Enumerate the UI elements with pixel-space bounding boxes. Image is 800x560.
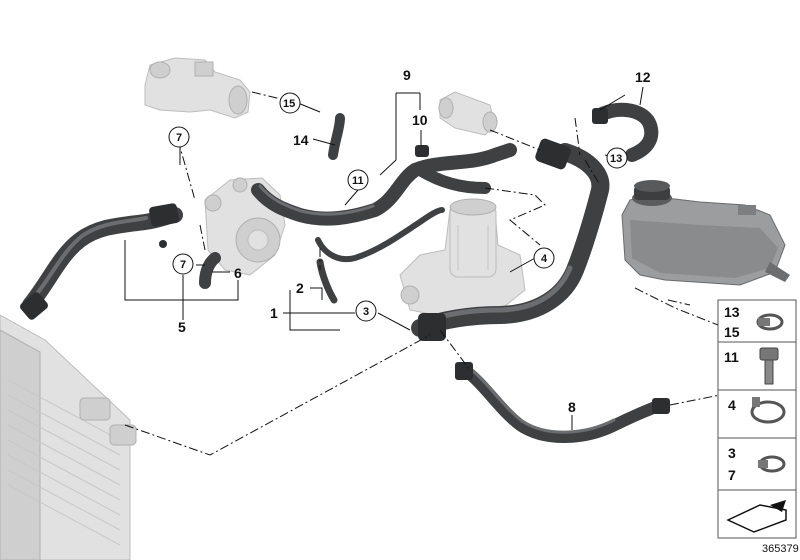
hose-10-bleed — [415, 145, 429, 157]
hose-11-upper — [251, 143, 517, 226]
diagram-code: 365379 — [762, 543, 799, 555]
callout-9: 9 — [403, 67, 411, 83]
callout-4: 4 — [541, 253, 548, 265]
hose-14 — [328, 113, 345, 160]
hose-6 — [199, 252, 221, 289]
hose-clamp-small-icon — [756, 313, 784, 331]
callout-2: 2 — [296, 280, 304, 296]
callout-8: 8 — [568, 399, 576, 415]
callout-1: 1 — [270, 305, 278, 321]
legend-11: 11 — [724, 349, 739, 365]
callouts: 9 10 12 14 1 2 5 6 8 15 7 11 13 7 3 4 — [168, 67, 651, 415]
legend-13: 13 — [724, 304, 740, 320]
legend-15: 15 — [724, 324, 740, 340]
oil-filter-housing-ghost — [399, 198, 526, 319]
leader-lines — [124, 86, 644, 430]
expansion-tank-right — [621, 180, 790, 286]
legend-3: 3 — [728, 445, 736, 461]
callout-14: 14 — [293, 132, 309, 148]
expansion-tank-ghost — [144, 57, 251, 119]
callout-11: 11 — [352, 175, 364, 187]
callout-15: 15 — [283, 98, 295, 110]
spring-clamp-icon — [758, 455, 786, 473]
bolt-icon — [759, 347, 779, 385]
hose-clamp-large-icon — [750, 397, 786, 424]
arrow-symbol-icon — [726, 500, 787, 533]
callout-7-upper: 7 — [176, 132, 182, 144]
hose-12 — [592, 102, 659, 162]
radiator-illustration — [0, 314, 137, 560]
legend-panel: 13 15 11 4 3 7 — [717, 299, 797, 539]
legend-7: 7 — [728, 467, 736, 483]
callout-13: 13 — [610, 153, 622, 165]
callout-5: 5 — [178, 319, 186, 335]
hose-5 — [20, 203, 183, 320]
callout-3: 3 — [363, 306, 369, 318]
hose-8 — [455, 362, 670, 443]
hose-4 — [411, 138, 610, 341]
callout-10: 10 — [412, 112, 428, 128]
connection-lines — [124, 91, 721, 456]
callout-12: 12 — [635, 69, 651, 85]
callout-6: 6 — [234, 265, 242, 281]
callout-7-lower: 7 — [180, 259, 186, 271]
hose-2-thin — [315, 207, 445, 304]
thermostat-ghost — [438, 91, 498, 136]
legend-4: 4 — [728, 397, 736, 413]
